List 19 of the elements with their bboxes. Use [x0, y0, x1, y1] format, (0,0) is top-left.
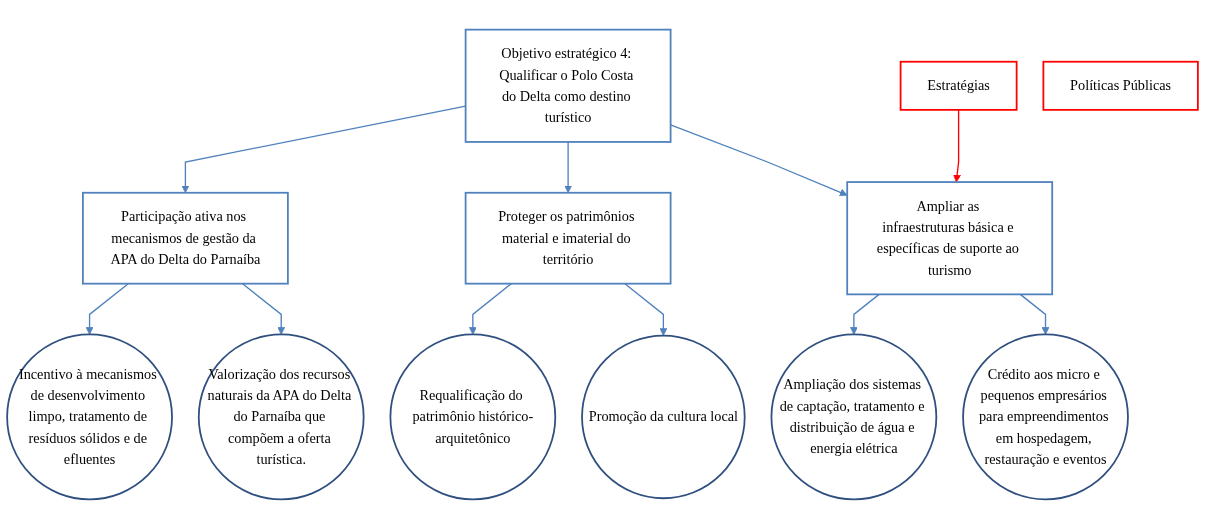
- arrow: [468, 283, 512, 335]
- arrow: [624, 283, 668, 336]
- node-circle: Requalificação do patrimônio histórico-arquitetônico: [389, 333, 557, 501]
- node-circle: Crédito aos micro e pequenos empresários para empreendimentos em hospedagem, restauração e eventos: [962, 333, 1129, 501]
- node-box: Objetivo estratégico 4: Qualificar o Polo Costa do Delta como destino turístico: [464, 28, 672, 143]
- arrow: [564, 141, 573, 194]
- node-box: Participação ativa nos mecanismos de gestão da APA do Delta do Parnaíba: [82, 191, 289, 285]
- arrow: [953, 109, 961, 183]
- arrow: [85, 283, 129, 335]
- node-box: Políticas Públicas: [1042, 60, 1199, 111]
- arrow: [241, 283, 286, 335]
- node-circle: Promoção da cultura local: [581, 334, 746, 500]
- arrow: [849, 293, 880, 335]
- arrow: [1019, 293, 1050, 335]
- node-circle: Incentivo à mecanismos de desenvolvimento limpo, tratamento de resíduos sólidos e de efluentes: [6, 333, 173, 501]
- node-circle: Ampliação dos sistemas de captação, tratamento e distribuição de água e energia elétrica: [770, 333, 938, 501]
- node-box: Proteger os patrimônios material e imaterial do território: [464, 191, 672, 285]
- node-box: Ampliar as infraestruturas básica e específicas de suporte ao turismo: [846, 181, 1054, 296]
- node-box: Estratégias: [899, 60, 1018, 111]
